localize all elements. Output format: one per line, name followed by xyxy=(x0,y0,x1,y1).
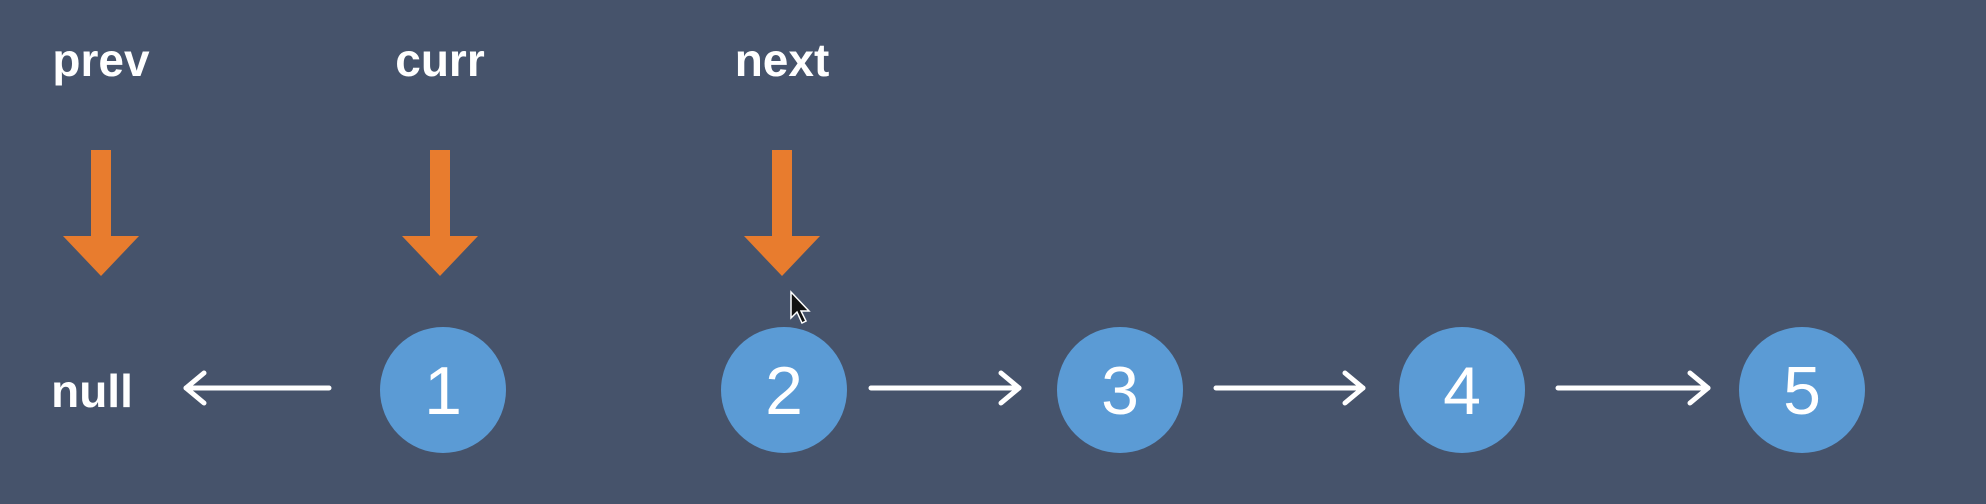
list-node: 5 xyxy=(1739,327,1865,453)
link-arrow-left xyxy=(183,370,332,406)
link-arrow-right xyxy=(1555,370,1711,406)
node-value: 1 xyxy=(424,353,462,429)
link-arrow-right xyxy=(868,370,1022,406)
down-arrow-icon xyxy=(63,150,139,276)
list-node: 3 xyxy=(1057,327,1183,453)
list-node: 2 xyxy=(721,327,847,453)
link-arrow-right xyxy=(1213,370,1366,406)
pointer-label-prev: prev xyxy=(52,34,150,86)
node-value: 4 xyxy=(1443,353,1481,429)
pointer-label-curr: curr xyxy=(395,34,485,86)
list-node: 1 xyxy=(380,327,506,453)
node-value: 2 xyxy=(765,353,803,429)
node-value: 3 xyxy=(1101,353,1139,429)
node-value: 5 xyxy=(1783,353,1821,429)
down-arrow-icon xyxy=(402,150,478,276)
list-node: 4 xyxy=(1399,327,1525,453)
mouse-cursor-icon xyxy=(790,290,811,325)
pointer-label-next: next xyxy=(735,34,830,86)
null-label: null xyxy=(51,365,133,417)
down-arrow-icon xyxy=(744,150,820,276)
